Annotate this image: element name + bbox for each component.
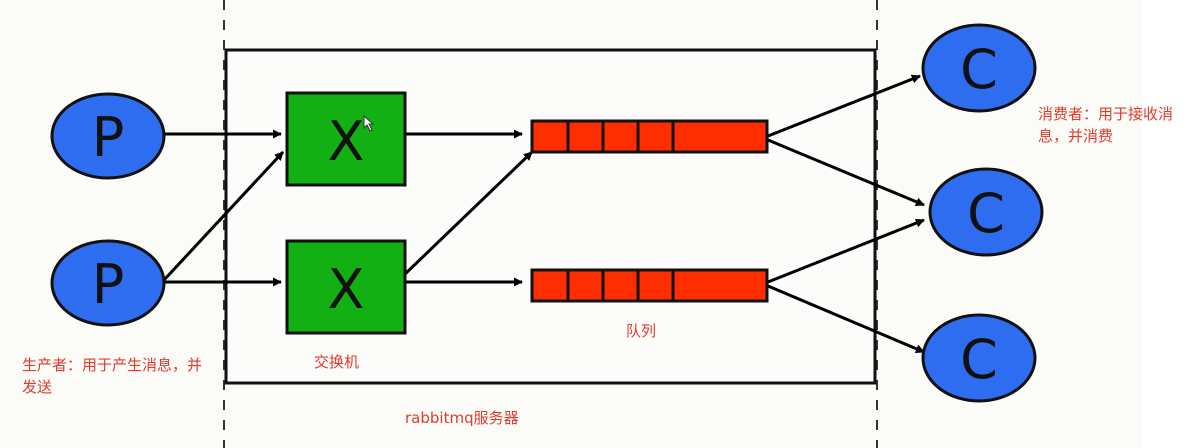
exchange-note: 交换机 xyxy=(314,353,360,371)
exchange-node-1: X xyxy=(285,91,407,187)
producer-node-2: P xyxy=(50,239,166,327)
consumer-node-2: C xyxy=(928,167,1044,257)
exchange-node-2: X xyxy=(285,239,407,335)
producer-node-1: P xyxy=(50,92,166,180)
consumer-node-3: C xyxy=(921,313,1037,403)
exchange-label: X xyxy=(328,258,365,321)
consumer-node-1: C xyxy=(921,23,1037,113)
arrow-q2-to-c2 xyxy=(767,218,925,284)
arrow-p2-to-x1 xyxy=(162,150,285,282)
arrow-x2-to-q1 xyxy=(402,150,534,277)
cursor-icon xyxy=(363,114,375,132)
producer-note: 生产者：用于产生消息，并发送 xyxy=(22,356,203,396)
consumer-note: 消费者：用于接收消息，并消费 xyxy=(1038,105,1174,145)
producer-label: P xyxy=(92,253,125,316)
arrow-q1-to-c1 xyxy=(767,74,921,138)
server-note: rabbitmq服务器 xyxy=(405,409,519,427)
producer-label: P xyxy=(92,106,125,169)
queue-1 xyxy=(530,119,769,154)
arrow-q2-to-c3 xyxy=(767,284,925,354)
arrow-q1-to-c2 xyxy=(767,138,925,207)
exchange-label: X xyxy=(328,110,365,173)
queue-note: 队列 xyxy=(626,322,657,340)
consumer-label: C xyxy=(960,38,998,101)
arrows xyxy=(162,74,925,354)
queue-2 xyxy=(530,268,769,303)
consumer-label: C xyxy=(960,328,998,391)
consumer-label: C xyxy=(967,182,1005,245)
